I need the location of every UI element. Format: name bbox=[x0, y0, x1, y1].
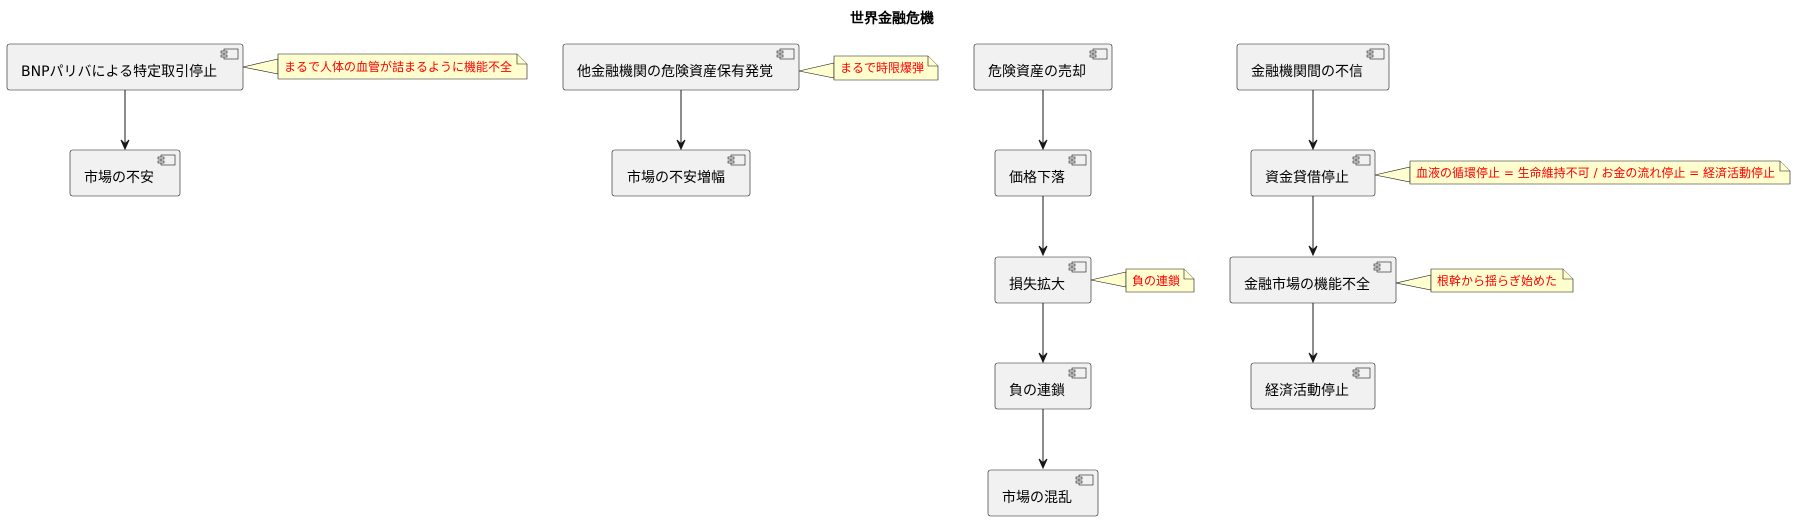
component-label: 危険資産の売却 bbox=[988, 64, 1086, 80]
edge-bnp-to-market-anxiety bbox=[120, 90, 130, 151]
note-loss-expand: 負の連鎖 bbox=[1125, 268, 1195, 293]
edge-dysfunction-to-economy-halt bbox=[1308, 303, 1318, 364]
component-label: 価格下落 bbox=[1009, 170, 1065, 186]
component-price-drop: 価格下落 bbox=[994, 149, 1092, 197]
component-loss-expand: 損失拡大 bbox=[994, 256, 1092, 304]
note-connector-other-fi bbox=[798, 62, 835, 79]
note-connector-lending-halt bbox=[1374, 166, 1411, 183]
component-market-chaos: 市場の混乱 bbox=[987, 469, 1099, 517]
edge-negative-chain-to-market-chaos bbox=[1038, 409, 1048, 470]
component-label: 市場の不安 bbox=[84, 169, 154, 186]
component-label: BNPパリバによる特定取引停止 bbox=[21, 63, 217, 80]
edge-loss-expand-to-negative-chain bbox=[1038, 303, 1048, 364]
component-market-dysfunction: 金融市場の機能不全 bbox=[1229, 256, 1397, 304]
note-lending-halt: 血液の循環停止 = 生命維持不可 / お金の流れ停止 = 経済活動停止 bbox=[1409, 160, 1791, 185]
component-label: 金融機関間の不信 bbox=[1251, 64, 1363, 80]
component-label: 市場の混乱 bbox=[1002, 489, 1072, 506]
component-label: 負の連鎖 bbox=[1009, 383, 1065, 399]
edge-sell-risky-to-price-drop bbox=[1038, 90, 1048, 151]
component-other-fi: 他金融機関の危険資産保有発覚 bbox=[562, 43, 800, 91]
note-other-fi: まるで時限爆弾 bbox=[833, 55, 939, 81]
note-connector-dysfunction bbox=[1395, 274, 1432, 291]
component-anxiety-amplified: 市場の不安増幅 bbox=[611, 149, 751, 197]
note-text: まるで人体の血管が詰まるように機能不全 bbox=[284, 59, 512, 74]
note-market-dysfunction: 根幹から揺らぎ始めた bbox=[1430, 268, 1574, 293]
component-label: 他金融機関の危険資産保有発覚 bbox=[577, 64, 773, 80]
component-market-anxiety: 市場の不安 bbox=[69, 149, 181, 197]
edges bbox=[120, 90, 1318, 470]
note-connector-bnp bbox=[242, 58, 279, 75]
component-label: 経済活動停止 bbox=[1265, 382, 1349, 399]
note-text: 血液の循環停止 = 生命維持不可 / お金の流れ停止 = 経済活動停止 bbox=[1416, 165, 1775, 180]
note-connector-loss-expand bbox=[1090, 271, 1127, 288]
component-label: 損失拡大 bbox=[1009, 277, 1065, 293]
component-economy-halt: 経済活動停止 bbox=[1250, 362, 1376, 410]
note-text: 根幹から揺らぎ始めた bbox=[1437, 273, 1557, 288]
note-bnp: まるで人体の血管が詰まるように機能不全 bbox=[277, 53, 528, 80]
edge-price-drop-to-loss-expand bbox=[1038, 196, 1048, 257]
component-label: 金融市場の機能不全 bbox=[1244, 276, 1370, 293]
component-negative-chain: 負の連鎖 bbox=[994, 362, 1092, 410]
component-sell-risky: 危険資産の売却 bbox=[973, 43, 1113, 91]
component-label: 資金貸借停止 bbox=[1265, 169, 1349, 186]
component-interbank-distrust: 金融機関間の不信 bbox=[1236, 43, 1390, 91]
edge-lending-halt-to-dysfunction bbox=[1308, 196, 1318, 257]
edge-distrust-to-lending-halt bbox=[1308, 90, 1318, 151]
component-lending-halt: 資金貸借停止 bbox=[1250, 149, 1376, 197]
component-bnp: BNPパリバによる特定取引停止 bbox=[6, 43, 244, 91]
component-label: 市場の不安増幅 bbox=[627, 169, 725, 186]
edge-other-fi-to-anxiety-amplified bbox=[676, 90, 686, 151]
note-text: まるで時限爆弾 bbox=[840, 61, 924, 75]
note-text: 負の連鎖 bbox=[1132, 273, 1180, 288]
diagram-title: 世界金融危機 bbox=[850, 10, 934, 27]
